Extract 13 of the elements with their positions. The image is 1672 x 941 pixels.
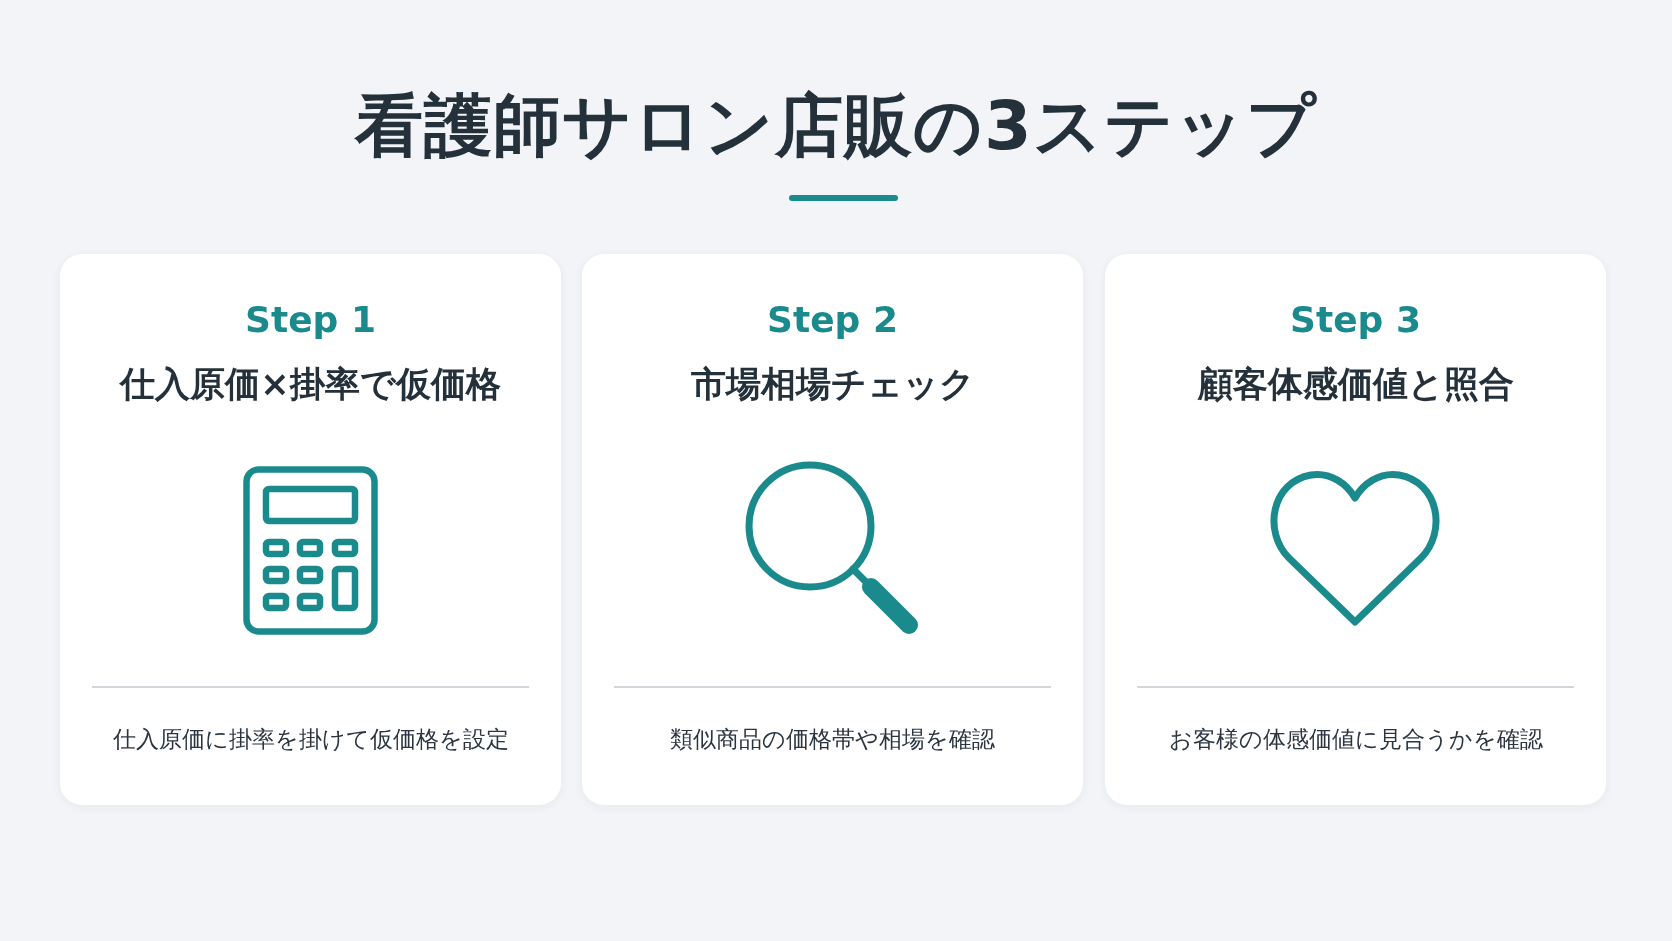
card-heading: 市場相場チェック bbox=[690, 363, 975, 406]
card-description: お客様の体感価値に見合うかを確認 bbox=[1168, 725, 1543, 754]
step-card bbox=[1105, 254, 1606, 805]
card-description: 類似商品の価格帯や相場を確認 bbox=[670, 725, 995, 754]
card-heading: 顧客体感価値と照合 bbox=[1197, 363, 1514, 406]
card-heading: 仕入原価×掛率で仮価格 bbox=[120, 363, 501, 406]
page-title: 看護師サロン店販の3ステップ bbox=[353, 86, 1318, 166]
card-description: 仕入原価に掛率を掛けて仮価格を設定 bbox=[112, 725, 509, 754]
step-label: Step 3 bbox=[1290, 298, 1421, 342]
step-card bbox=[60, 254, 561, 805]
step-card bbox=[582, 254, 1083, 805]
step-label: Step 1 bbox=[245, 298, 376, 342]
step-label: Step 2 bbox=[767, 298, 898, 342]
